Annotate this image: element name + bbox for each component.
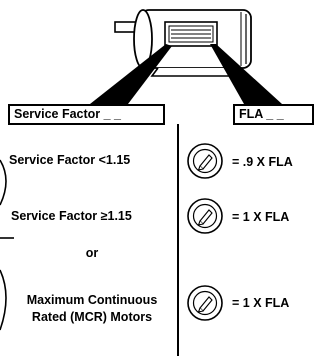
condition-service-factor-below: Service Factor <1.15 <box>9 153 131 167</box>
adjustment-dial-icon <box>187 143 223 179</box>
condition-mcr-line-2: Rated (MCR) Motors <box>31 310 153 324</box>
adjustment-dial-icon <box>187 285 223 321</box>
result-rule-3: = 1 X FLA <box>232 296 290 310</box>
condition-service-factor-at-least: Service Factor ≥1.15 <box>11 209 132 223</box>
condition-mcr-line-1: Maximum Continuous <box>26 293 158 307</box>
fla-label: FLA _ _ <box>239 107 284 121</box>
service-factor-label: Service Factor _ _ <box>14 107 122 121</box>
or-joiner: or <box>85 246 99 260</box>
adjustment-dial-icon <box>187 198 223 234</box>
result-rule-2: = 1 X FLA <box>232 210 290 224</box>
fla-label-box: FLA _ _ <box>233 104 314 125</box>
service-factor-label-box: Service Factor _ _ <box>8 104 165 125</box>
result-rule-1: = .9 X FLA <box>232 155 293 169</box>
